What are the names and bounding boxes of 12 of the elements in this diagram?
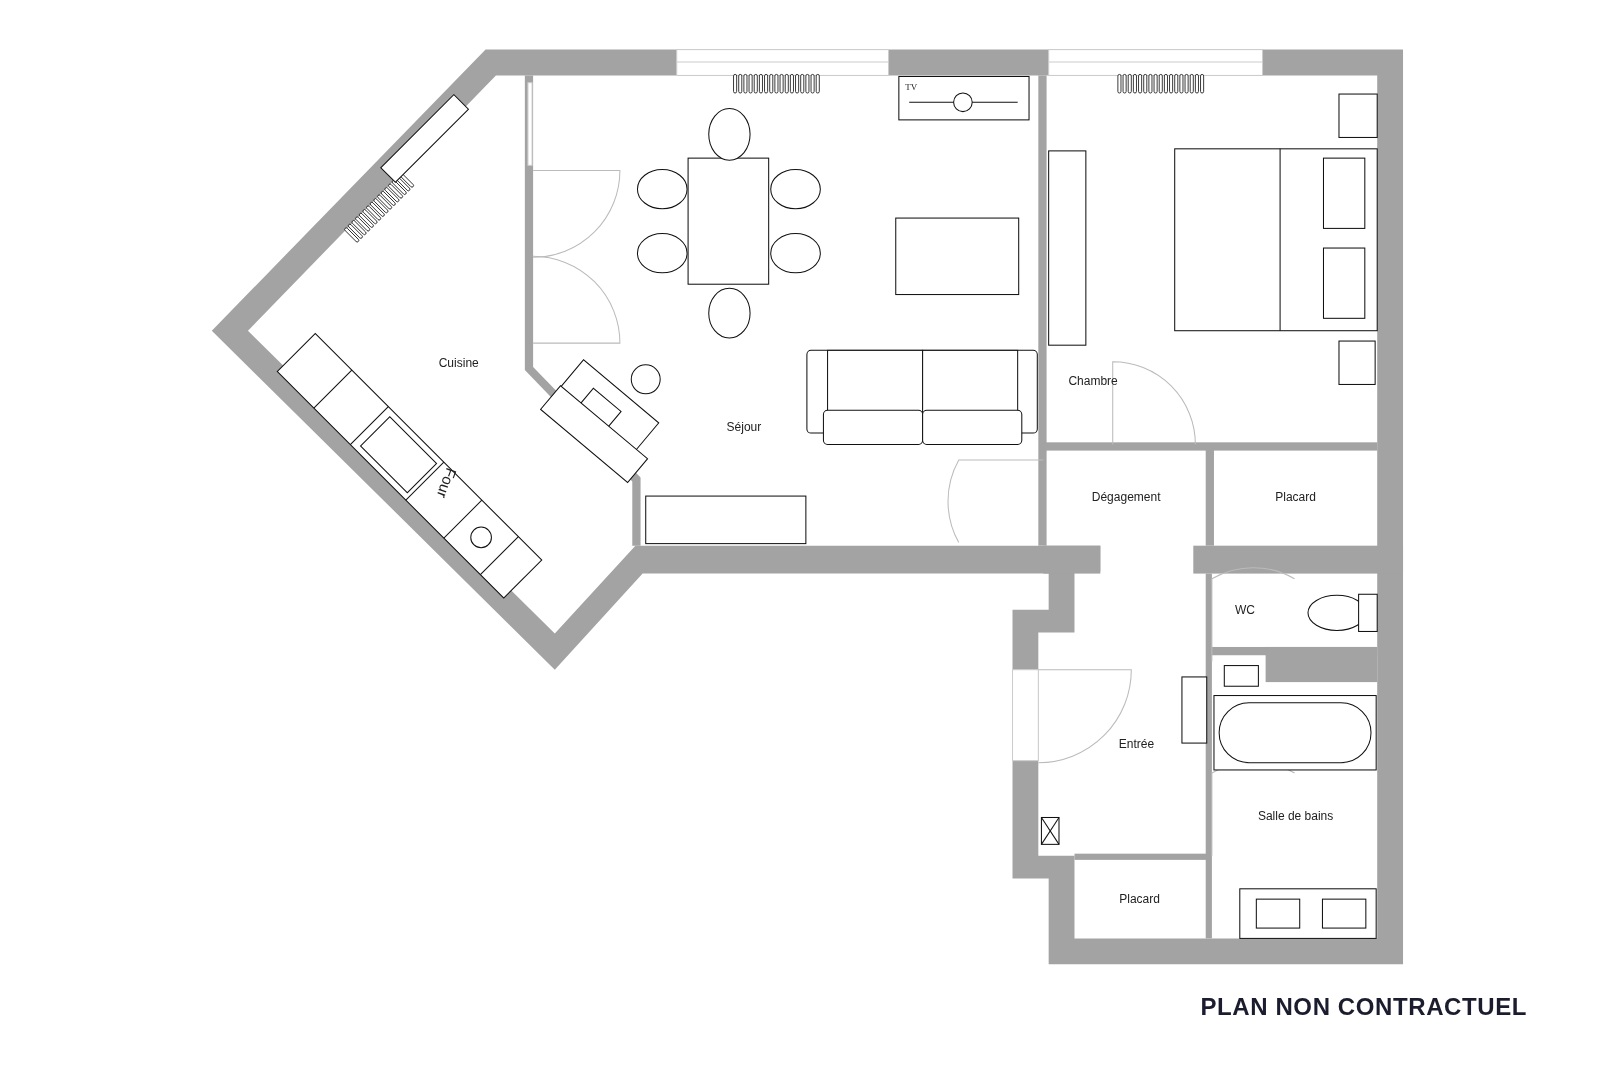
room-label: Séjour xyxy=(726,420,762,433)
disclaimer-note: PLAN NON CONTRACTUEL xyxy=(1200,994,1528,1019)
room-label: Cuisine xyxy=(438,356,479,369)
room-label: Entrée xyxy=(1118,738,1155,751)
room-label: WC xyxy=(1234,603,1255,616)
room-label: Placard xyxy=(1275,491,1316,504)
room-label: TV xyxy=(905,82,918,92)
room-label: Chambre xyxy=(1068,375,1118,388)
room-label: Four xyxy=(435,465,460,500)
room-label: Salle de bains xyxy=(1257,810,1334,823)
room-label: Placard xyxy=(1119,893,1160,906)
room-label: Dégagement xyxy=(1091,491,1161,504)
